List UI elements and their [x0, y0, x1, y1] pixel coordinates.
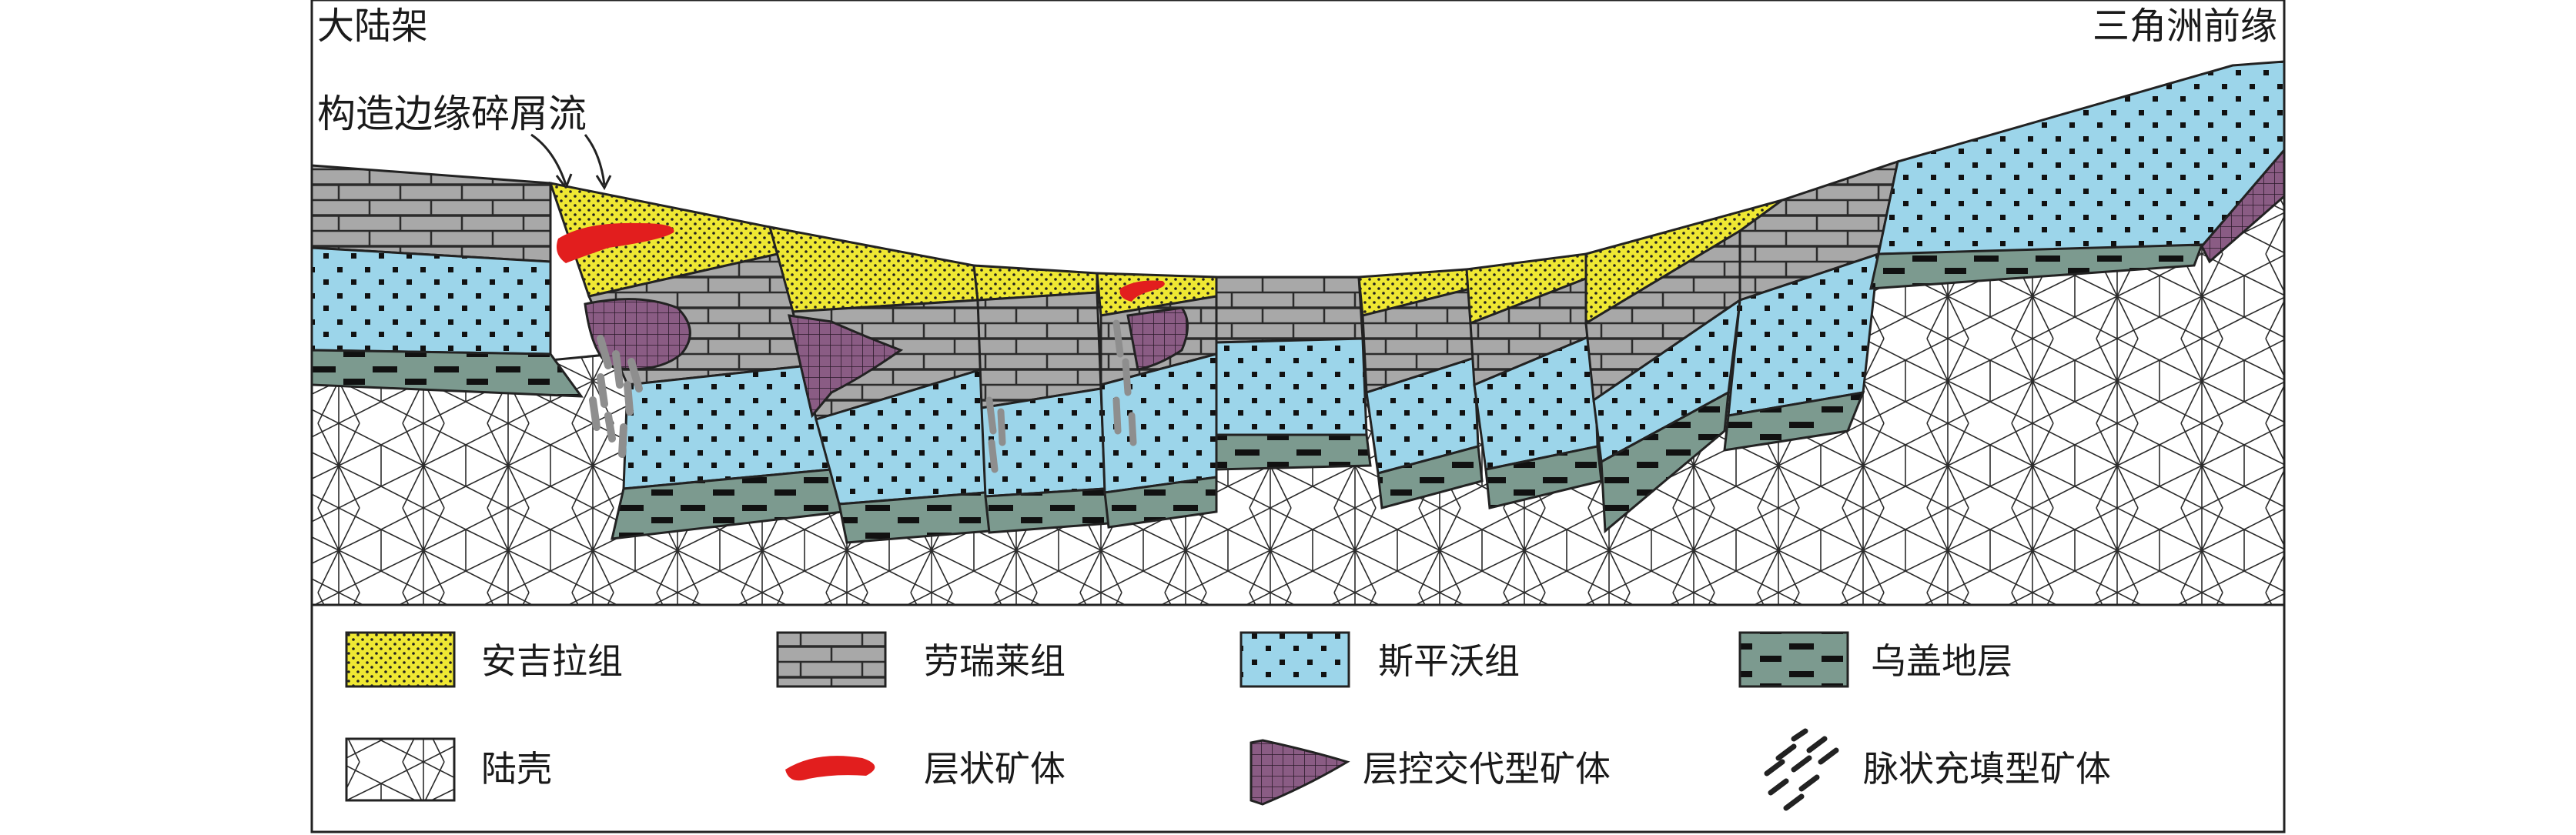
vein-ore-swarm-3	[1112, 319, 1137, 446]
block-4-wugai	[1103, 476, 1218, 529]
legend-swatch-wugai	[1738, 631, 1849, 688]
legend: 安吉拉组 劳瑞莱组 斯平沃组 乌盖地层 陆壳 层状矿体 层控交代型矿体 脉状充填…	[345, 631, 2111, 811]
replacement-ore-2	[788, 314, 904, 419]
legend-label-stratiform: 层状矿体	[924, 748, 1066, 790]
vein-ore-swarm-1	[589, 335, 643, 458]
cross-section	[310, 60, 2286, 606]
stratiform-ore-1	[556, 222, 674, 263]
legend-label-crust: 陆壳	[481, 748, 552, 790]
block-1-spirwo	[622, 364, 833, 490]
shelf-bricks	[310, 164, 552, 263]
debris-flow-arrow	[530, 133, 606, 185]
block-5-spirwo	[1215, 337, 1368, 436]
block-2-angela	[768, 225, 979, 313]
delta-wugai	[1869, 243, 2204, 290]
vein-ore-swarm-2	[985, 396, 1006, 473]
legend-swatch-angela	[345, 631, 456, 688]
block-8-wugai	[1600, 390, 1730, 534]
shelf-label: 大陆架	[317, 5, 428, 48]
legend-label-angela: 安吉拉组	[481, 640, 623, 682]
block-9-wugai	[1723, 391, 1865, 452]
delta-front-label: 三角洲前缘	[2093, 5, 2277, 48]
legend-label-wugai: 乌盖地层	[1871, 640, 2012, 682]
stratiform-ore-2	[1119, 280, 1165, 302]
legend-swatch-replacement	[1250, 739, 1350, 806]
legend-label-spirwo: 斯平沃组	[1378, 640, 1520, 682]
legend-swatch-vein	[1764, 728, 1839, 811]
legend-label-vein: 脉状充填型矿体	[1863, 748, 2111, 790]
block-5-laurie	[1215, 276, 1364, 344]
legend-swatch-stratiform	[785, 756, 875, 781]
replacement-ore-3	[1126, 306, 1189, 371]
legend-swatch-spirwo	[1239, 631, 1350, 688]
debris-flow-label: 构造边缘碎屑流	[317, 92, 587, 136]
shelf-spirwo	[310, 246, 552, 356]
block-6-wugai	[1377, 445, 1484, 509]
shelf-wugai	[310, 349, 584, 398]
legend-label-replacement: 层控交代型矿体	[1363, 748, 1611, 790]
block-5-wugai	[1215, 433, 1372, 471]
delta-replacement-edge	[2200, 146, 2286, 264]
legend-swatch-laurie	[776, 631, 887, 688]
legend-label-laurie: 劳瑞莱组	[924, 640, 1066, 682]
legend-swatch-crust	[345, 737, 456, 802]
